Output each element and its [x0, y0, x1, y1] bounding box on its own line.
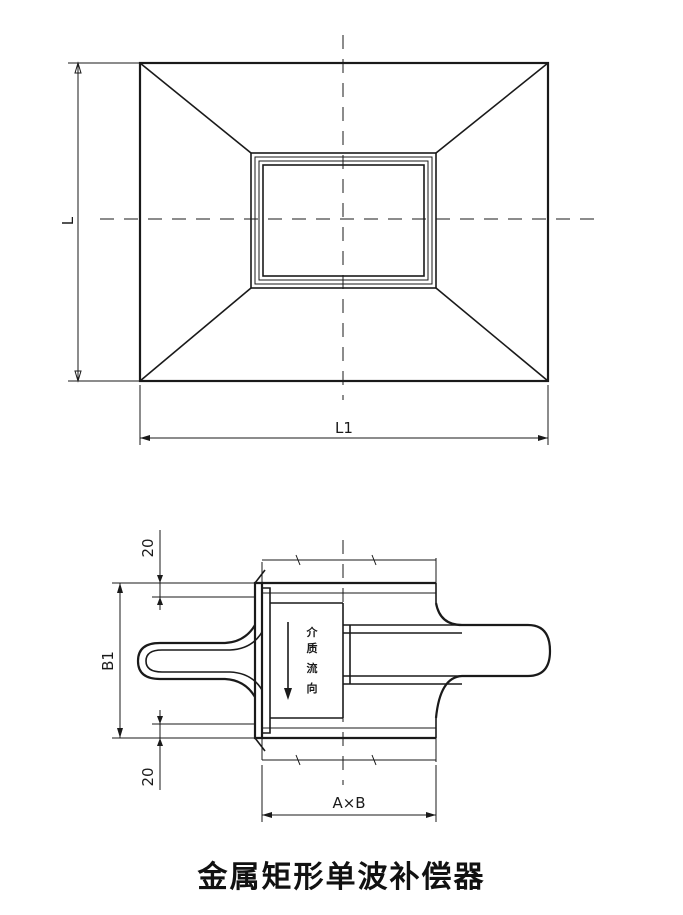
- diagonal-tl: [139, 62, 252, 154]
- top-view: L L1: [59, 35, 600, 445]
- flow-char-3: 流: [307, 661, 318, 675]
- left-flange: [253, 581, 264, 740]
- diagram-caption: 金属矩形单波补偿器: [197, 860, 486, 895]
- section-view: 介 质 流 向 B1 20 20: [99, 530, 552, 822]
- dim-label-AxB: A×B: [332, 794, 365, 812]
- right-bellow-wave: [434, 602, 552, 719]
- outer-frame: [138, 61, 550, 383]
- diagonal-bl: [139, 287, 252, 382]
- dim-label-L: L: [59, 216, 77, 225]
- left-bellow-wave: [136, 624, 256, 698]
- flow-char-1: 介: [306, 625, 319, 639]
- flow-char-4: 向: [307, 681, 318, 695]
- dim-label-20-top: 20: [139, 538, 157, 557]
- inner-frame-1: [250, 152, 437, 289]
- flow-char-2: 质: [307, 641, 318, 655]
- dim-label-20-bottom: 20: [139, 767, 157, 786]
- diagonal-tr: [435, 62, 549, 154]
- dim-label-L1: L1: [335, 419, 353, 437]
- dim-label-B1: B1: [99, 651, 117, 671]
- diagonal-br: [435, 287, 549, 382]
